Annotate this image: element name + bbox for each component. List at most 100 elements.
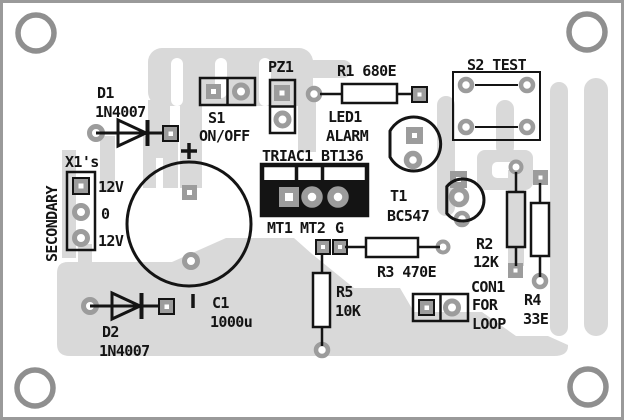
label-s1-value: ON/OFF bbox=[199, 127, 250, 145]
copper-trace bbox=[180, 100, 202, 188]
copper-trace bbox=[100, 136, 115, 192]
pad-s2-2 bbox=[518, 76, 536, 94]
mounting-hole bbox=[14, 367, 56, 409]
copper-slot bbox=[259, 58, 271, 106]
label-con1-line1: CON1 bbox=[471, 278, 505, 296]
pad-con1-2 bbox=[443, 298, 461, 317]
copper-trace bbox=[550, 82, 568, 336]
label-triac1: TRIAC1 BT136 bbox=[262, 147, 364, 165]
pad-pz1-2 bbox=[273, 110, 292, 129]
copper-slot bbox=[171, 58, 183, 106]
label-t1-value: BC547 bbox=[387, 207, 429, 225]
label-s1-ref: S1 bbox=[208, 109, 225, 127]
label-r4-ref: R4 bbox=[524, 291, 541, 309]
component-r4 bbox=[529, 183, 551, 277]
pad-hole bbox=[168, 131, 173, 136]
pad-hole bbox=[412, 133, 417, 138]
pad-led1-cathode bbox=[403, 150, 423, 170]
label-x1-pin2: 0 bbox=[101, 205, 110, 223]
copper-trace bbox=[163, 130, 178, 188]
r3-resistor-body bbox=[364, 236, 420, 259]
label-d1-value: 1N4007 bbox=[95, 103, 146, 121]
pad-hole bbox=[187, 190, 192, 195]
component-d1 bbox=[96, 117, 163, 149]
led1-outline bbox=[388, 115, 443, 173]
d2-diode-triangle bbox=[110, 290, 144, 322]
component-d2 bbox=[90, 290, 159, 322]
component-r2 bbox=[505, 172, 527, 266]
component-r5 bbox=[311, 253, 332, 346]
pad-hole bbox=[424, 305, 429, 310]
component-r1 bbox=[320, 82, 412, 105]
mounting-hole bbox=[15, 12, 57, 54]
pad-s1-2 bbox=[232, 82, 250, 101]
pad-hole bbox=[321, 245, 325, 249]
pad-hole bbox=[279, 90, 285, 96]
pad-t1-base bbox=[448, 186, 470, 208]
pad-hole bbox=[285, 193, 293, 201]
label-r5-ref: R5 bbox=[336, 283, 353, 301]
silkscreen-layer bbox=[65, 71, 551, 346]
mounting-hole bbox=[566, 11, 608, 53]
pad-hole bbox=[211, 89, 216, 94]
pad-hole bbox=[338, 245, 342, 249]
r4-resistor-body bbox=[529, 201, 551, 258]
pad-r1-left bbox=[305, 85, 323, 103]
label-c1-value: 1000u bbox=[210, 313, 252, 331]
pad-s2-1 bbox=[457, 76, 475, 94]
c1-capacitor-outline bbox=[125, 160, 253, 288]
pad-triac-mt2 bbox=[301, 186, 323, 208]
label-x1-ref: X1's bbox=[65, 153, 99, 171]
label-x1-pin1: 12V bbox=[98, 178, 124, 196]
d1-diode-triangle bbox=[116, 117, 150, 149]
silkscreen-labels: D1 1N4007 S1 ON/OFF PZ1 R1 680E LED1 ALA… bbox=[43, 56, 549, 360]
mounting-hole bbox=[567, 366, 609, 408]
label-r2-ref: R2 bbox=[476, 235, 493, 253]
pad-hole bbox=[164, 304, 169, 309]
label-s2: S2 TEST bbox=[467, 56, 527, 74]
label-triac-mt2: MT2 bbox=[300, 219, 325, 237]
r5-resistor-body bbox=[311, 271, 332, 329]
pad-x1-pin2 bbox=[72, 203, 90, 221]
mounting-holes bbox=[14, 11, 609, 409]
component-r3 bbox=[345, 236, 440, 259]
label-x1-pin3: 12V bbox=[98, 232, 124, 250]
r1-resistor-body bbox=[340, 82, 399, 105]
label-triac-mt1: MT1 bbox=[267, 219, 293, 237]
component-pz1 bbox=[268, 78, 297, 135]
label-con1-line3: LOOP bbox=[472, 315, 506, 333]
label-d1-ref: D1 bbox=[97, 84, 114, 102]
label-t1-ref: T1 bbox=[390, 187, 407, 205]
label-pz1-ref: PZ1 bbox=[268, 58, 294, 76]
label-con1-line2: FOR bbox=[472, 296, 499, 314]
label-d2-ref: D2 bbox=[102, 323, 119, 341]
s2-switch-outline bbox=[452, 71, 541, 141]
t1-transistor-outline bbox=[445, 177, 486, 223]
pad-hole bbox=[513, 268, 518, 273]
copper-trace bbox=[78, 244, 92, 272]
x1-connector-outline bbox=[65, 170, 97, 252]
label-r2-value: 12K bbox=[473, 253, 499, 271]
label-led1-ref: LED1 bbox=[328, 108, 362, 126]
pad-triac-g bbox=[327, 186, 349, 208]
pad-s2-4 bbox=[518, 118, 536, 136]
pad-x1-pin3 bbox=[72, 229, 90, 247]
copper-trace bbox=[318, 60, 352, 78]
copper-trace bbox=[508, 170, 524, 266]
label-r5-value: 10K bbox=[335, 302, 361, 320]
label-r1: R1 680E bbox=[337, 62, 397, 80]
component-c1 bbox=[125, 143, 253, 308]
copper-trace bbox=[584, 78, 608, 336]
component-con1 bbox=[411, 292, 470, 323]
label-triac-g: G bbox=[335, 219, 344, 237]
label-r3: R3 470E bbox=[377, 263, 437, 281]
pad-s2-3 bbox=[457, 118, 475, 136]
label-d2-value: 1N4007 bbox=[99, 342, 150, 360]
pad-hole bbox=[538, 175, 543, 180]
label-led1-value: ALARM bbox=[326, 127, 369, 145]
component-s2 bbox=[452, 71, 541, 141]
pad-r2-top bbox=[508, 159, 524, 175]
